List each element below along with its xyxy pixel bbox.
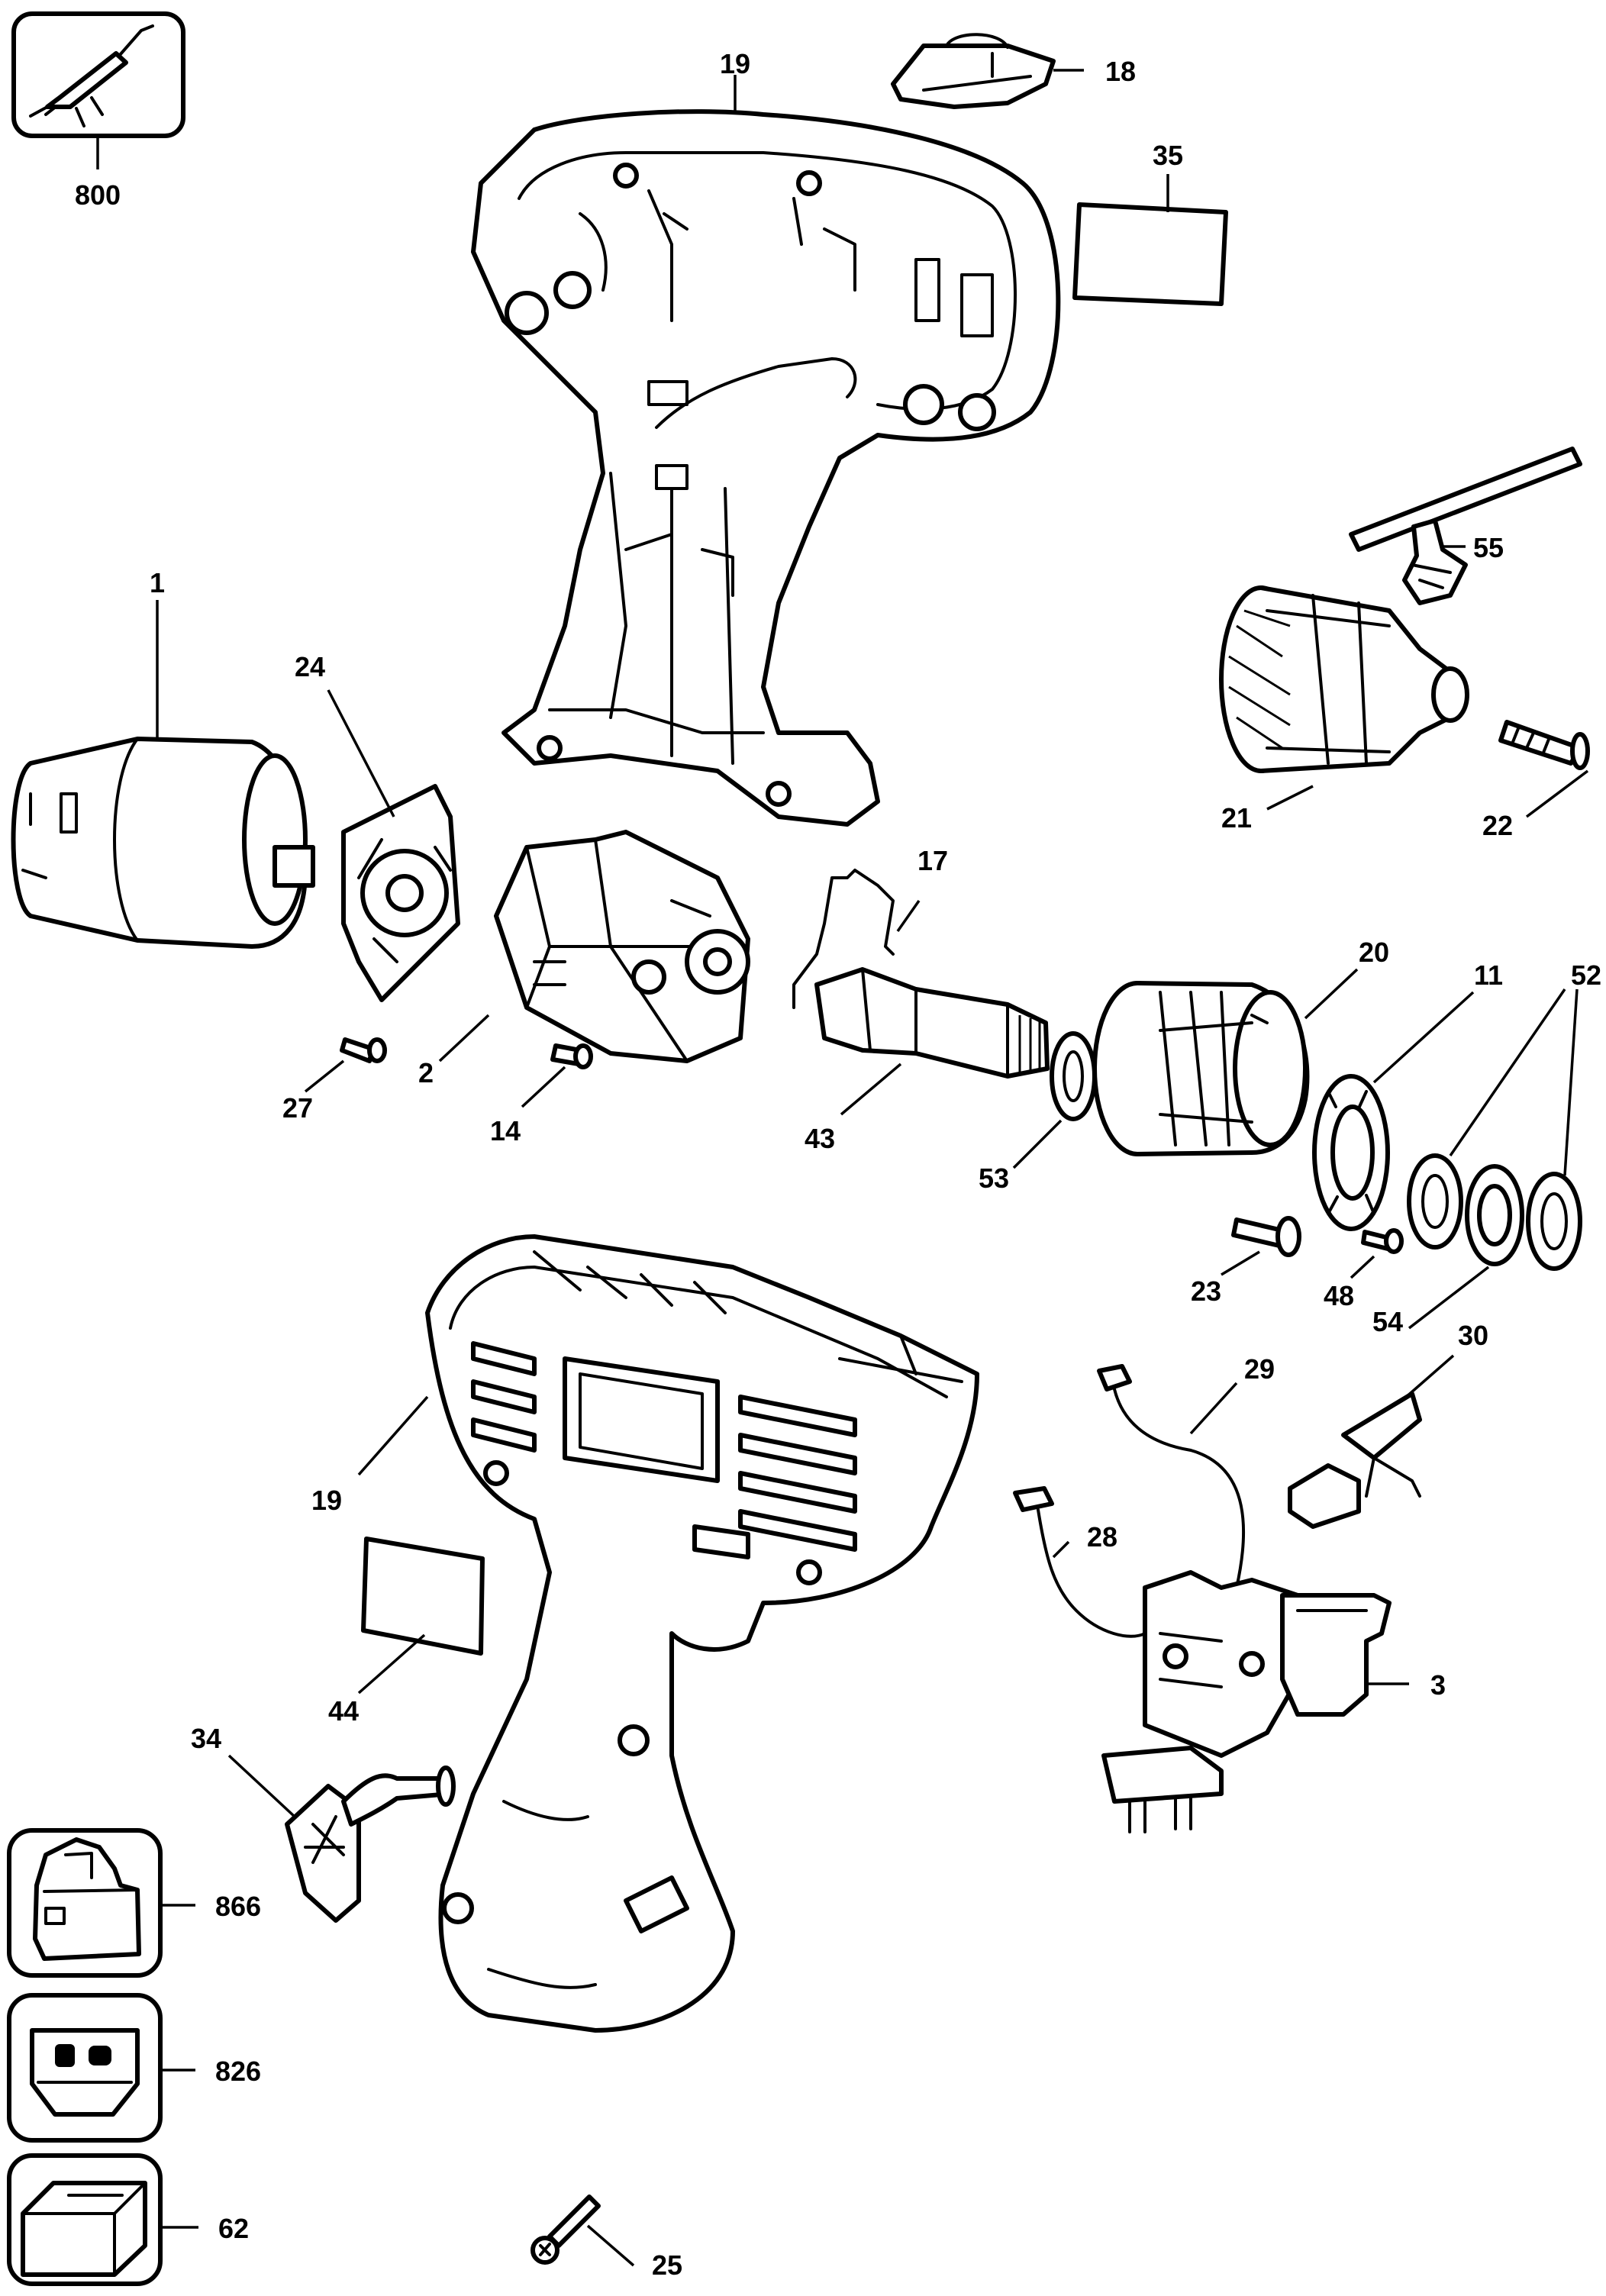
label-17: 17 — [917, 845, 948, 876]
label-55: 55 — [1473, 532, 1504, 563]
accessory-box-826 — [7, 1993, 195, 2143]
label-28: 28 — [1087, 1521, 1117, 1553]
label-14: 14 — [490, 1115, 521, 1146]
label-52: 52 — [1571, 959, 1601, 991]
part-43-spindle — [814, 967, 1050, 1116]
part-48-screw — [1350, 1228, 1404, 1279]
part-23-screw — [1221, 1216, 1301, 1276]
part-14-screw — [521, 1043, 593, 1108]
label-21: 21 — [1221, 802, 1252, 834]
housing-half-right — [425, 1234, 979, 2033]
part-21-keyed-chuck — [1219, 585, 1469, 811]
label-22: 22 — [1482, 810, 1513, 841]
label-2: 2 — [418, 1057, 434, 1088]
label-44: 44 — [328, 1695, 359, 1727]
label-20: 20 — [1359, 937, 1389, 968]
part-22-chuck-screw — [1498, 720, 1590, 818]
part-25-screw — [530, 2194, 635, 2267]
accessory-box-800 — [11, 11, 185, 169]
label-48: 48 — [1324, 1280, 1354, 1311]
part-27-screw — [304, 1037, 387, 1093]
label-23: 23 — [1191, 1275, 1221, 1307]
housing-half-left — [471, 109, 1061, 827]
label-62: 62 — [218, 2213, 249, 2244]
part-28-wire — [1013, 1486, 1146, 1638]
label-19-bottom: 19 — [311, 1485, 342, 1516]
part-18-switch-cap — [891, 33, 1084, 109]
part-3-switch — [1101, 1570, 1409, 1833]
label-826: 826 — [215, 2056, 261, 2087]
label-35: 35 — [1153, 140, 1183, 171]
part-35-label-plate — [1072, 174, 1228, 306]
label-1: 1 — [150, 567, 165, 598]
part-30-direction-button — [1288, 1354, 1455, 1529]
label-30: 30 — [1458, 1320, 1488, 1351]
label-25: 25 — [652, 2249, 682, 2281]
part-20-clutch-collar — [1092, 968, 1359, 1156]
part-17-spring-clip — [792, 869, 921, 1009]
label-43: 43 — [805, 1123, 835, 1154]
label-11: 11 — [1474, 959, 1503, 991]
accessory-box-866 — [7, 1828, 195, 1978]
part-2-gearbox — [438, 830, 750, 1063]
part-34-bit-holder — [227, 1754, 456, 1923]
part-54-bearing — [1408, 1164, 1524, 1330]
part-44-label-plate — [357, 1537, 485, 1695]
label-19-top: 19 — [720, 48, 750, 79]
label-24: 24 — [295, 651, 325, 682]
part-52-washer-b — [1449, 988, 1582, 1271]
part-1-motor — [11, 600, 315, 949]
label-53: 53 — [979, 1163, 1009, 1194]
part-11-clutch-ring — [1312, 991, 1475, 1231]
label-800: 800 — [75, 179, 121, 211]
label-54: 54 — [1372, 1306, 1403, 1337]
label-27: 27 — [282, 1092, 313, 1124]
label-18: 18 — [1105, 56, 1136, 87]
part-52-washer-a — [1407, 1153, 1463, 1250]
label-3: 3 — [1430, 1669, 1446, 1701]
accessory-box-62 — [7, 2153, 198, 2286]
part-55-chuck-key — [1349, 447, 1582, 605]
label-29: 29 — [1244, 1353, 1275, 1385]
part-53-washer — [1012, 1031, 1097, 1169]
label-866: 866 — [215, 1891, 261, 1922]
part-24-motor-plate — [327, 689, 460, 1002]
label-34: 34 — [191, 1723, 221, 1754]
